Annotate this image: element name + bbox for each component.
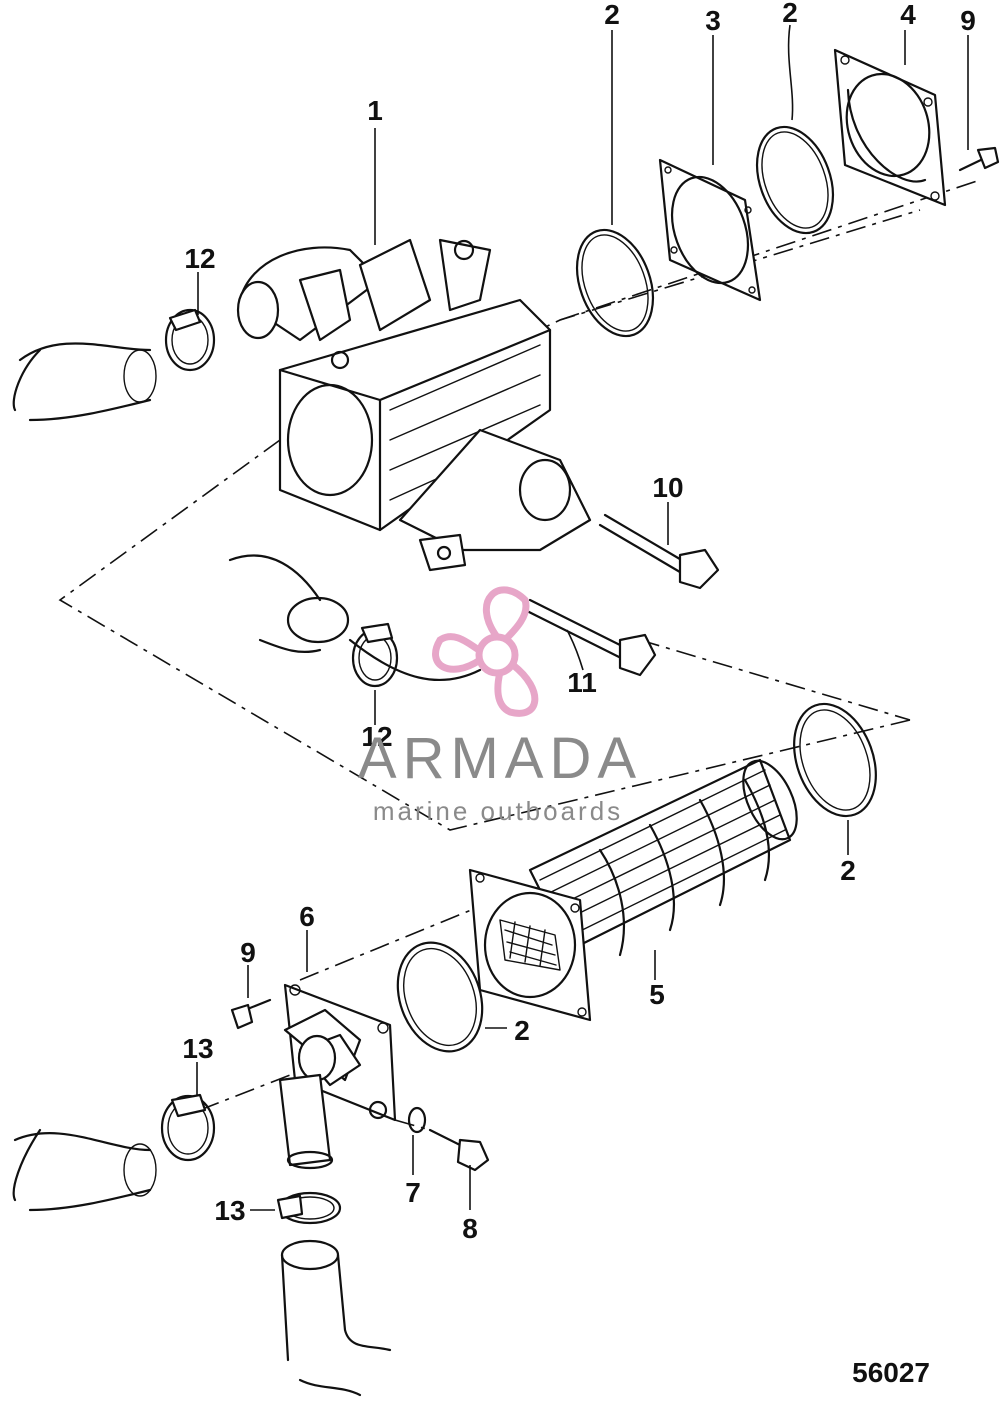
callout-7: 7 (405, 1177, 421, 1208)
end-cover (278, 983, 397, 1170)
callout-3: 3 (705, 5, 721, 36)
hose-middle (228, 554, 482, 682)
hose-clamp-middle (351, 622, 399, 688)
hose-lower-left (12, 1128, 157, 1212)
cooling-core (468, 758, 798, 1022)
callout-6: 6 (299, 901, 315, 932)
gasket (658, 158, 762, 302)
heat-exchanger-housing (236, 238, 592, 572)
washer (407, 1106, 427, 1134)
bolt-11 (523, 598, 657, 677)
o-ring-top-left (576, 228, 654, 338)
propeller-logo-icon (432, 586, 539, 717)
callout-labels: 1 2 3 2 4 9 12 10 11 12 2 6 9 2 5 13 7 8… (182, 0, 975, 1244)
callout-2: 2 (514, 1015, 530, 1046)
hose-top-left (12, 342, 157, 422)
watermark: ARMADA marine outboards (358, 586, 642, 826)
o-ring-lower (396, 941, 484, 1053)
callout-9: 9 (960, 5, 976, 36)
callout-2: 2 (782, 0, 798, 28)
o-ring-top-right (756, 125, 834, 235)
callout-8: 8 (462, 1213, 478, 1244)
screw-top (958, 146, 1000, 172)
callout-11: 11 (567, 667, 597, 698)
callout-2: 2 (604, 0, 620, 30)
hose-clamp-top (164, 308, 216, 372)
drain-plug (428, 1128, 490, 1172)
callout-13: 13 (214, 1195, 245, 1226)
hose-lower-bottom (280, 1239, 392, 1397)
callout-2: 2 (840, 855, 856, 886)
hose-clamp-lower-left (160, 1093, 216, 1162)
screw-lower (230, 998, 272, 1030)
callout-13: 13 (182, 1033, 213, 1064)
end-cap (833, 48, 947, 207)
callout-5: 5 (649, 979, 665, 1010)
hose-clamp-lower-bottom (276, 1191, 342, 1225)
callout-10: 10 (652, 472, 683, 503)
watermark-tagline: marine outboards (373, 796, 623, 826)
document-number: 56027 (852, 1357, 930, 1388)
callout-1: 1 (367, 95, 383, 126)
callout-12: 12 (361, 721, 392, 752)
callout-9: 9 (240, 937, 256, 968)
watermark-brand: ARMADA (358, 726, 642, 791)
callout-4: 4 (900, 0, 916, 30)
o-ring-mid-right (793, 702, 877, 818)
callout-leaders (196, 24, 969, 1211)
bolt-10 (598, 513, 720, 590)
callout-12: 12 (184, 243, 215, 274)
